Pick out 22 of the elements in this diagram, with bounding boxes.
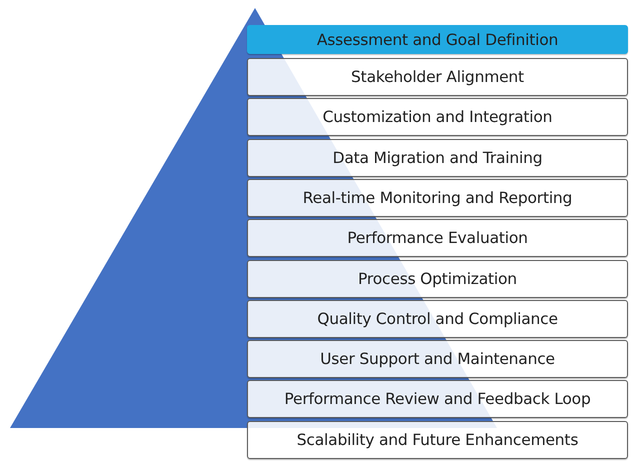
step-box bbox=[247, 98, 628, 136]
step-box bbox=[247, 380, 628, 418]
step-label: User Support and Maintenance bbox=[320, 350, 555, 368]
step-label: Quality Control and Compliance bbox=[317, 310, 558, 328]
step-box bbox=[247, 178, 628, 217]
step-box bbox=[247, 300, 628, 338]
step-box bbox=[247, 340, 628, 378]
highlighted-step-box bbox=[247, 25, 628, 54]
step-box bbox=[247, 138, 628, 177]
step-label: Scalability and Future Enhancements bbox=[296, 430, 578, 449]
step-label: Performance Evaluation bbox=[347, 229, 528, 248]
step-label: Stakeholder Alignment bbox=[351, 68, 524, 86]
step-box bbox=[247, 58, 628, 96]
step-label: Assessment and Goal Definition bbox=[316, 30, 558, 48]
step-label: Performance Review and Feedback Loop bbox=[284, 390, 591, 408]
step-box bbox=[247, 260, 628, 298]
step-box bbox=[247, 219, 628, 258]
step-label: Real-time Monitoring and Reporting bbox=[302, 188, 572, 207]
step-box bbox=[247, 420, 628, 459]
step-label: Process Optimization bbox=[358, 270, 517, 288]
step-label: Customization and Integration bbox=[322, 108, 552, 126]
step-label: Data Migration and Training bbox=[332, 148, 542, 167]
